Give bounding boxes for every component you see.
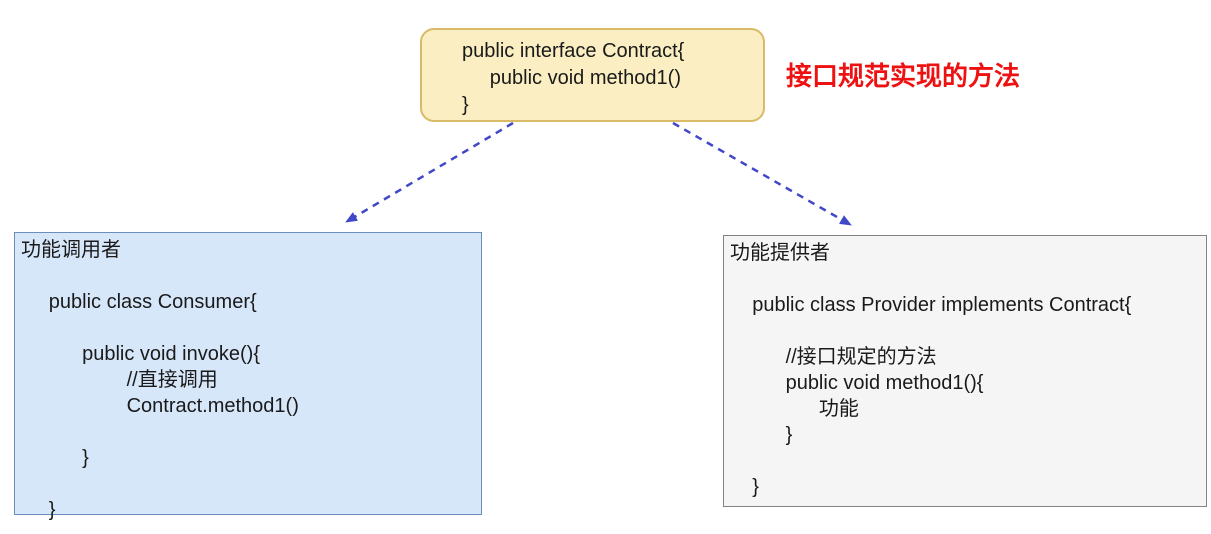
provider-box-code: public class Provider implements Contrac… bbox=[752, 294, 1132, 498]
interface-contract-box: public interface Contract{ public void m… bbox=[420, 28, 765, 122]
arrow-to-provider bbox=[672, 121, 852, 227]
interface-annotation: 接口规范实现的方法 bbox=[786, 61, 1021, 91]
provider-box-title: 功能提供者 bbox=[730, 242, 830, 264]
consumer-box-title: 功能调用者 bbox=[21, 239, 121, 261]
consumer-box: 功能调用者 public class Consumer{ public void… bbox=[14, 232, 482, 521]
provider-box: 功能提供者 public class Provider implements C… bbox=[723, 235, 1207, 507]
arrow-to-consumer bbox=[345, 121, 514, 224]
interface-contract-code: public interface Contract{ public void m… bbox=[462, 40, 685, 116]
consumer-box-code: public class Consumer{ public void invok… bbox=[48, 291, 299, 521]
